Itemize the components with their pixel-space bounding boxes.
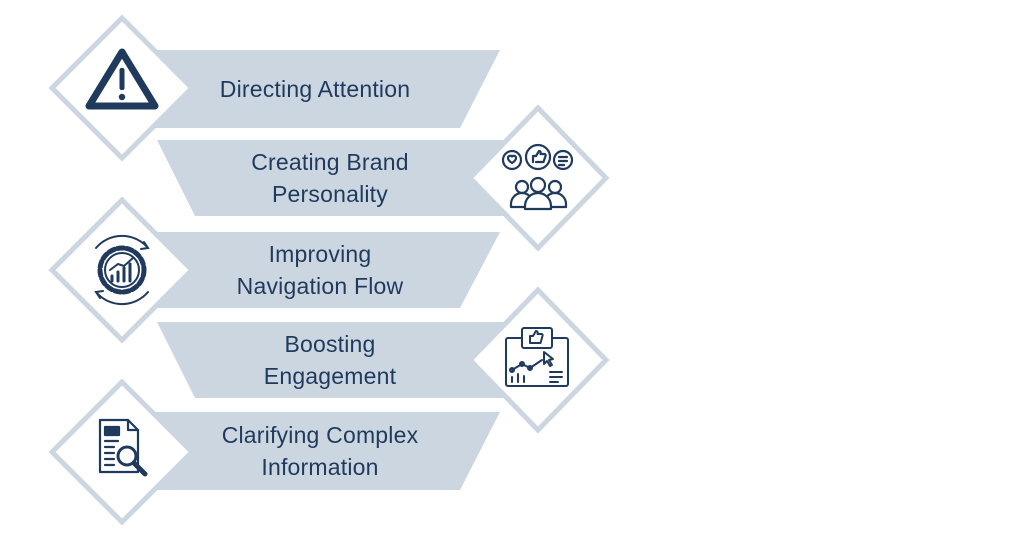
- step-label-2: Creating Brand Personality: [190, 140, 470, 216]
- step-label-5: Clarifying Complex Information: [170, 412, 470, 490]
- diamond-3: [48, 196, 196, 344]
- diamond-5: [48, 378, 196, 526]
- step-2-line-1: Creating Brand: [251, 149, 409, 175]
- step-1-line-1: Directing Attention: [219, 76, 411, 102]
- step-3-line-2: Navigation Flow: [236, 273, 404, 299]
- document-search-icon: [98, 418, 148, 477]
- step-3-line-1: Improving: [268, 241, 372, 267]
- step-4-line-2: Engagement: [263, 363, 397, 389]
- band-1: [150, 50, 500, 128]
- step-5-line-1: Clarifying Complex: [221, 422, 419, 448]
- engagement-dashboard-icon: [505, 327, 569, 387]
- step-5-line-2: Information: [261, 454, 379, 480]
- band-3: [150, 232, 500, 308]
- band-4: [157, 322, 520, 398]
- diamond-4: [466, 286, 610, 434]
- band-2: [157, 140, 520, 216]
- band-5: [150, 412, 500, 490]
- step-label-4: Boosting Engagement: [190, 322, 470, 398]
- diamond-1: [48, 14, 196, 162]
- step-4-line-1: Boosting: [284, 331, 376, 357]
- warning-icon: [85, 48, 159, 110]
- gear-chart-icon: [94, 234, 150, 306]
- diamond-2: [466, 104, 610, 252]
- step-label-1: Directing Attention: [150, 50, 460, 128]
- social-feedback-icon: [501, 143, 574, 211]
- step-2-line-2: Personality: [272, 181, 388, 207]
- step-label-3: Improving Navigation Flow: [180, 232, 460, 308]
